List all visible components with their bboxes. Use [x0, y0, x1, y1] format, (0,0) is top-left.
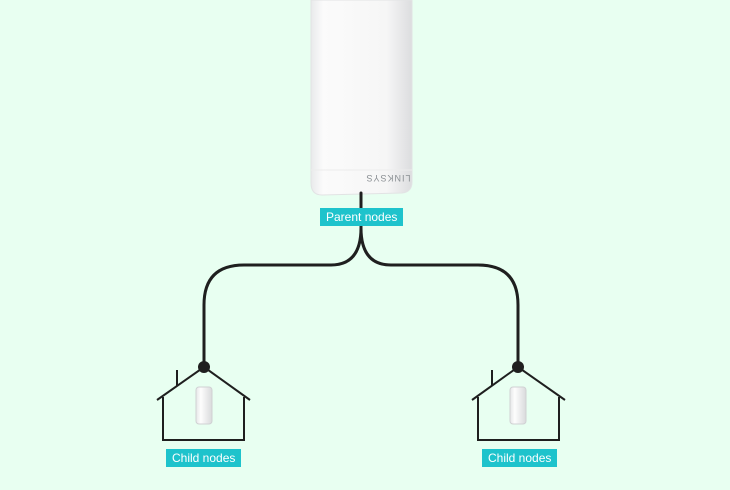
parent-nodes-label: Parent nodes — [320, 208, 404, 226]
cable-right — [359, 226, 520, 369]
connection-dot — [512, 361, 524, 373]
child-nodes-label: Child nodes — [482, 449, 558, 467]
child-router-device — [509, 386, 527, 425]
parent-router-device: LINKSYS — [310, 0, 413, 196]
router-brand-mark: LINKSYS — [365, 173, 410, 183]
connection-dot — [198, 361, 210, 373]
child-nodes-label: Child nodes — [166, 449, 242, 467]
child-router-device — [195, 386, 213, 425]
cable-left — [202, 226, 363, 369]
